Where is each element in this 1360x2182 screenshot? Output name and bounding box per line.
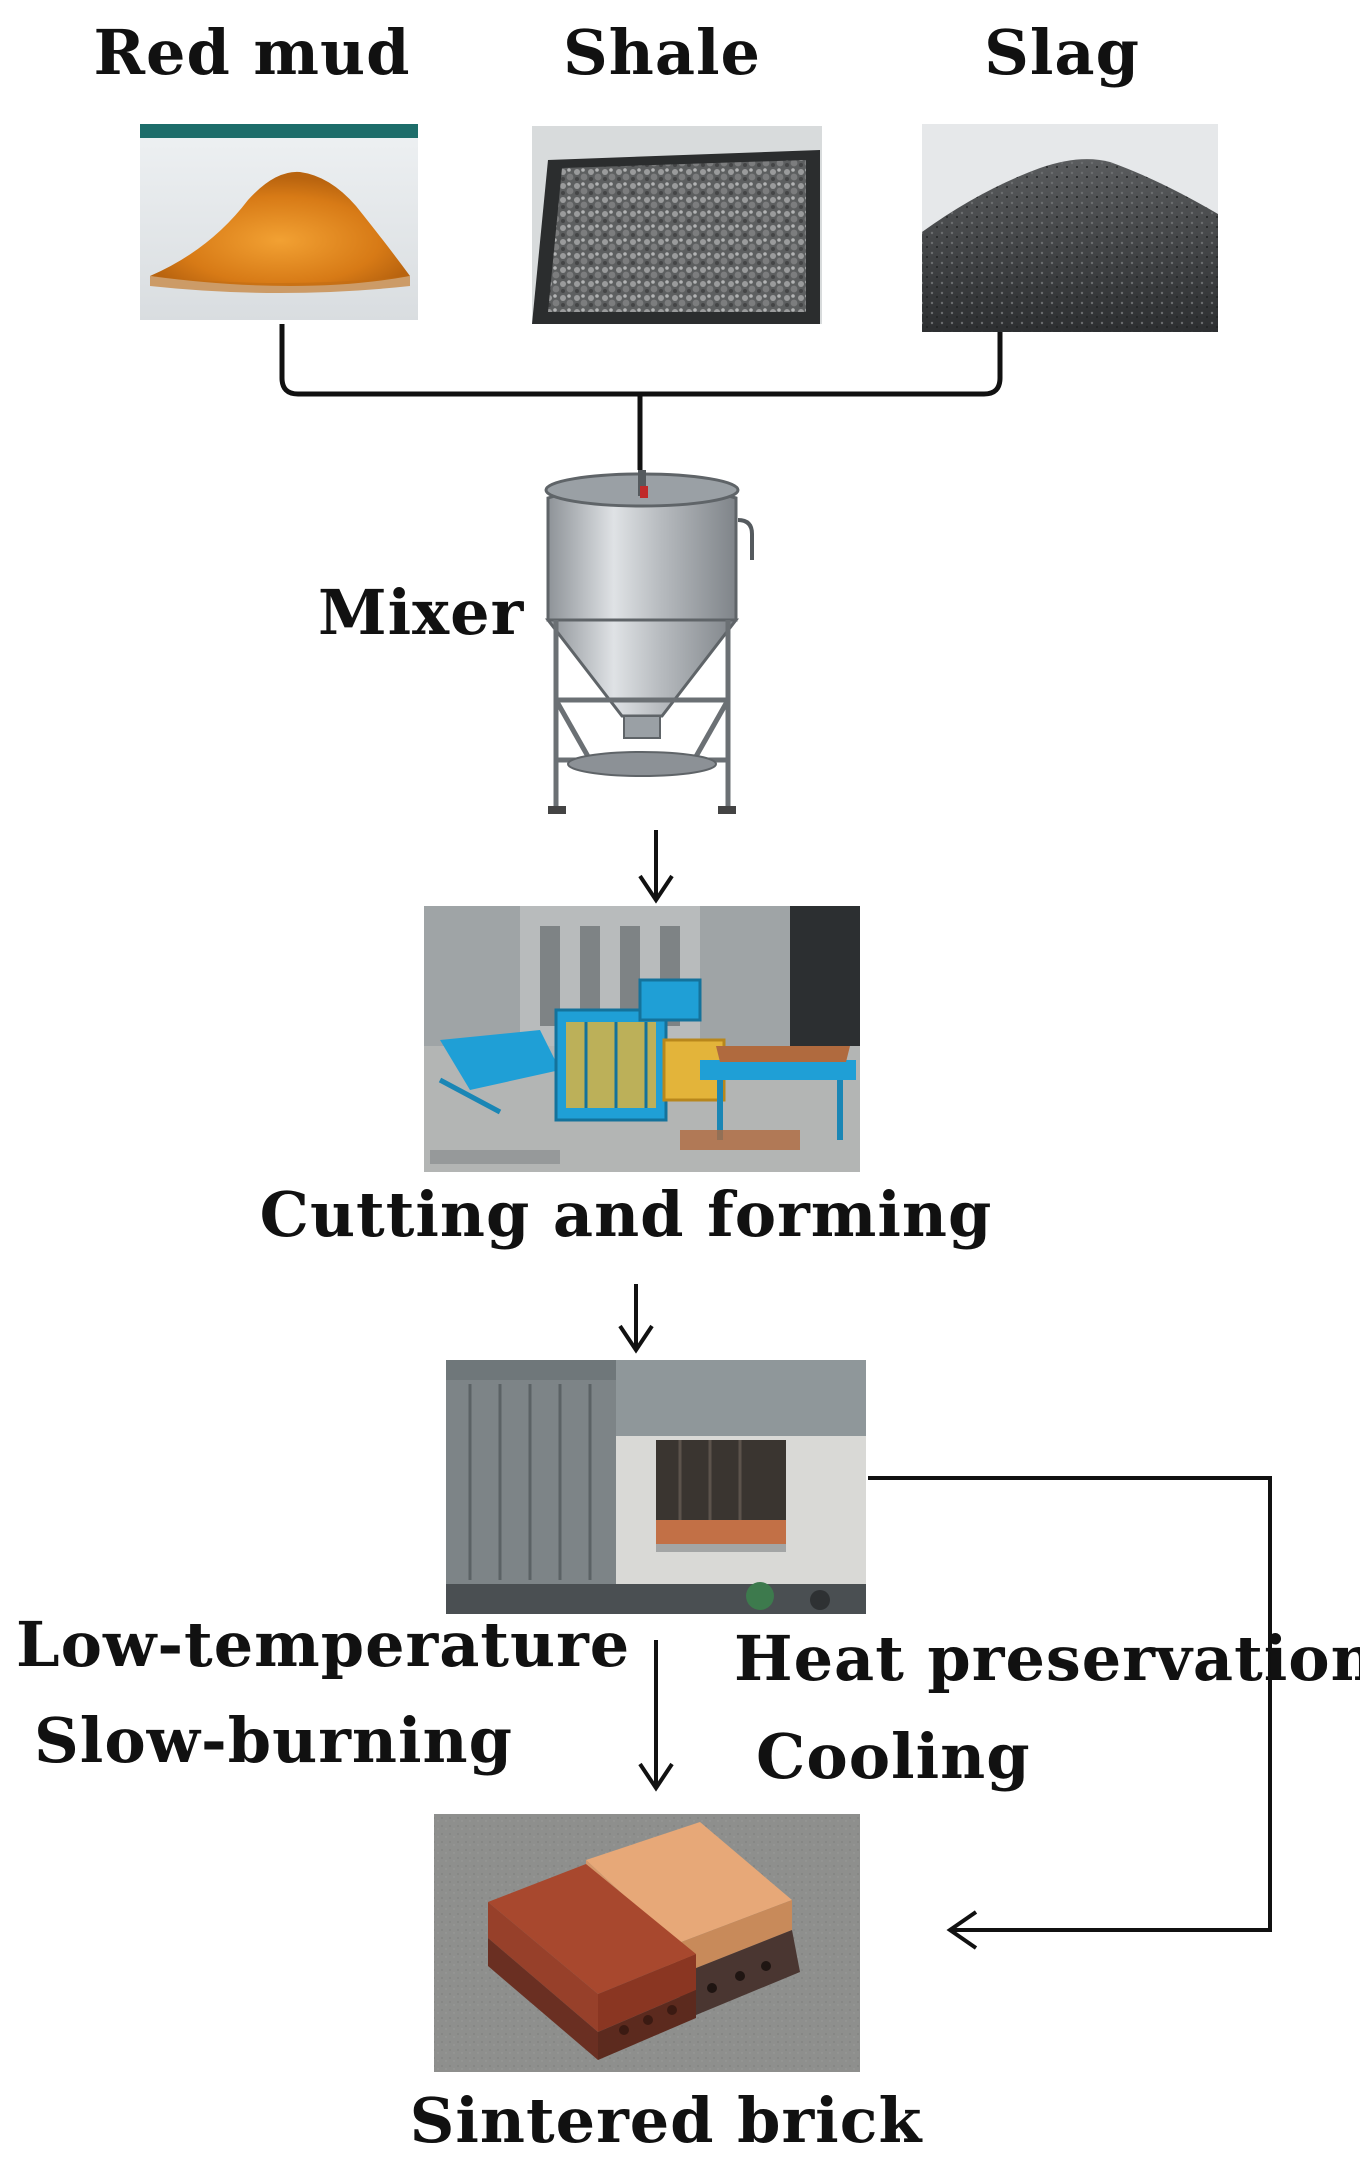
arrow-heat-preservation-loop <box>868 1476 1272 1950</box>
shale-label: Shale <box>562 16 762 89</box>
red-mud-photo <box>140 124 418 320</box>
arrow-mixer-to-forming <box>638 830 674 904</box>
sintered-brick-photo <box>434 1814 860 2072</box>
cutting-forming-photo <box>424 906 860 1172</box>
kiln-photo <box>446 1360 866 1614</box>
red-mud-label: Red mud <box>93 16 411 89</box>
arrow-kiln-to-brick <box>638 1640 674 1792</box>
cooling-label: Cooling <box>756 1720 1031 1793</box>
sintered-brick-label: Sintered brick <box>409 2084 923 2157</box>
mixer-photo <box>544 470 754 814</box>
shale-photo <box>532 126 822 324</box>
mixer-label: Mixer <box>318 576 525 649</box>
slag-label: Slag <box>984 16 1140 89</box>
materials-connector <box>279 324 1003 470</box>
heat-preservation-label: Heat preservation <box>734 1622 1360 1695</box>
cutting-forming-label: Cutting and forming <box>259 1178 993 1251</box>
slow-burning-label: Slow-burning <box>34 1704 513 1777</box>
slag-photo <box>922 124 1218 332</box>
low-temperature-label: Low-temperature <box>16 1608 631 1681</box>
arrow-forming-to-kiln <box>618 1284 654 1354</box>
